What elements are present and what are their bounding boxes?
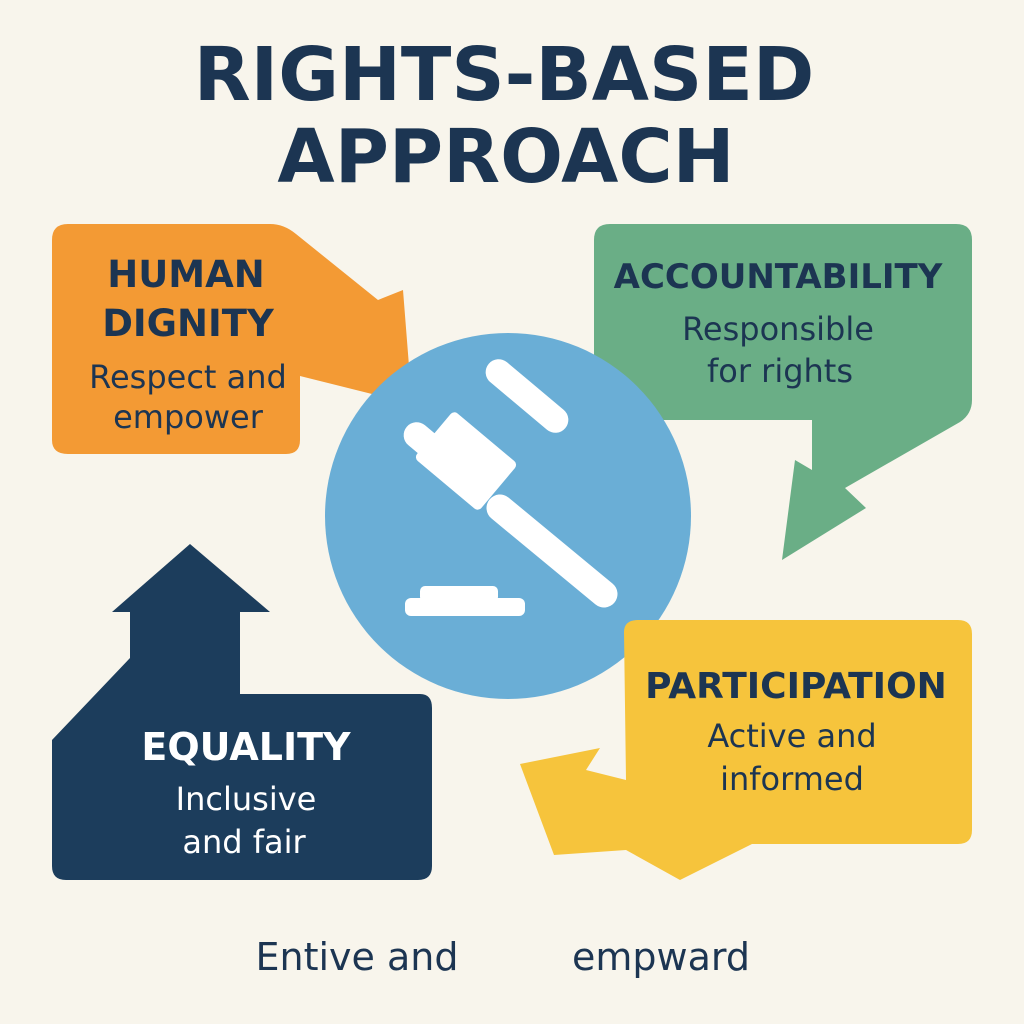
equality-shape <box>52 544 432 880</box>
equality-heading: EQUALITY <box>141 725 351 769</box>
accountability-text-2: for rights <box>707 352 853 390</box>
participation-text-1: Active and <box>707 717 876 755</box>
participation-heading: PARTICIPATION <box>645 666 947 707</box>
participation-text-2: informed <box>720 760 864 798</box>
human-dignity-heading-1: HUMAN <box>107 253 264 296</box>
accountability-heading: ACCOUNTABILITY <box>614 257 943 297</box>
participation-shape <box>520 620 972 880</box>
accountability-card: ACCOUNTABILITY Responsible for rights <box>594 224 972 560</box>
participation-card: PARTICIPATION Active and informed <box>520 620 972 880</box>
human-dignity-heading-2: DIGNITY <box>102 302 275 345</box>
footer-left-text: Entive and <box>256 935 459 979</box>
human-dignity-text-2: empower <box>113 398 264 436</box>
accountability-text-1: Responsible <box>682 310 874 348</box>
gavel-icon <box>403 359 618 616</box>
title-line-1: RIGHTS-BASED <box>194 32 815 118</box>
human-dignity-text-1: Respect and <box>89 358 287 396</box>
equality-text-2: and fair <box>182 823 306 861</box>
accountability-shape <box>594 224 972 560</box>
footer-right-text: empward <box>572 935 750 979</box>
human-dignity-card: HUMAN DIGNITY Respect and empower <box>52 224 412 454</box>
center-gavel-circle <box>325 333 691 699</box>
human-dignity-shape <box>52 224 412 454</box>
title-line-2: APPROACH <box>277 114 734 200</box>
equality-card: EQUALITY Inclusive and fair <box>52 544 432 880</box>
equality-text-1: Inclusive <box>176 780 317 818</box>
